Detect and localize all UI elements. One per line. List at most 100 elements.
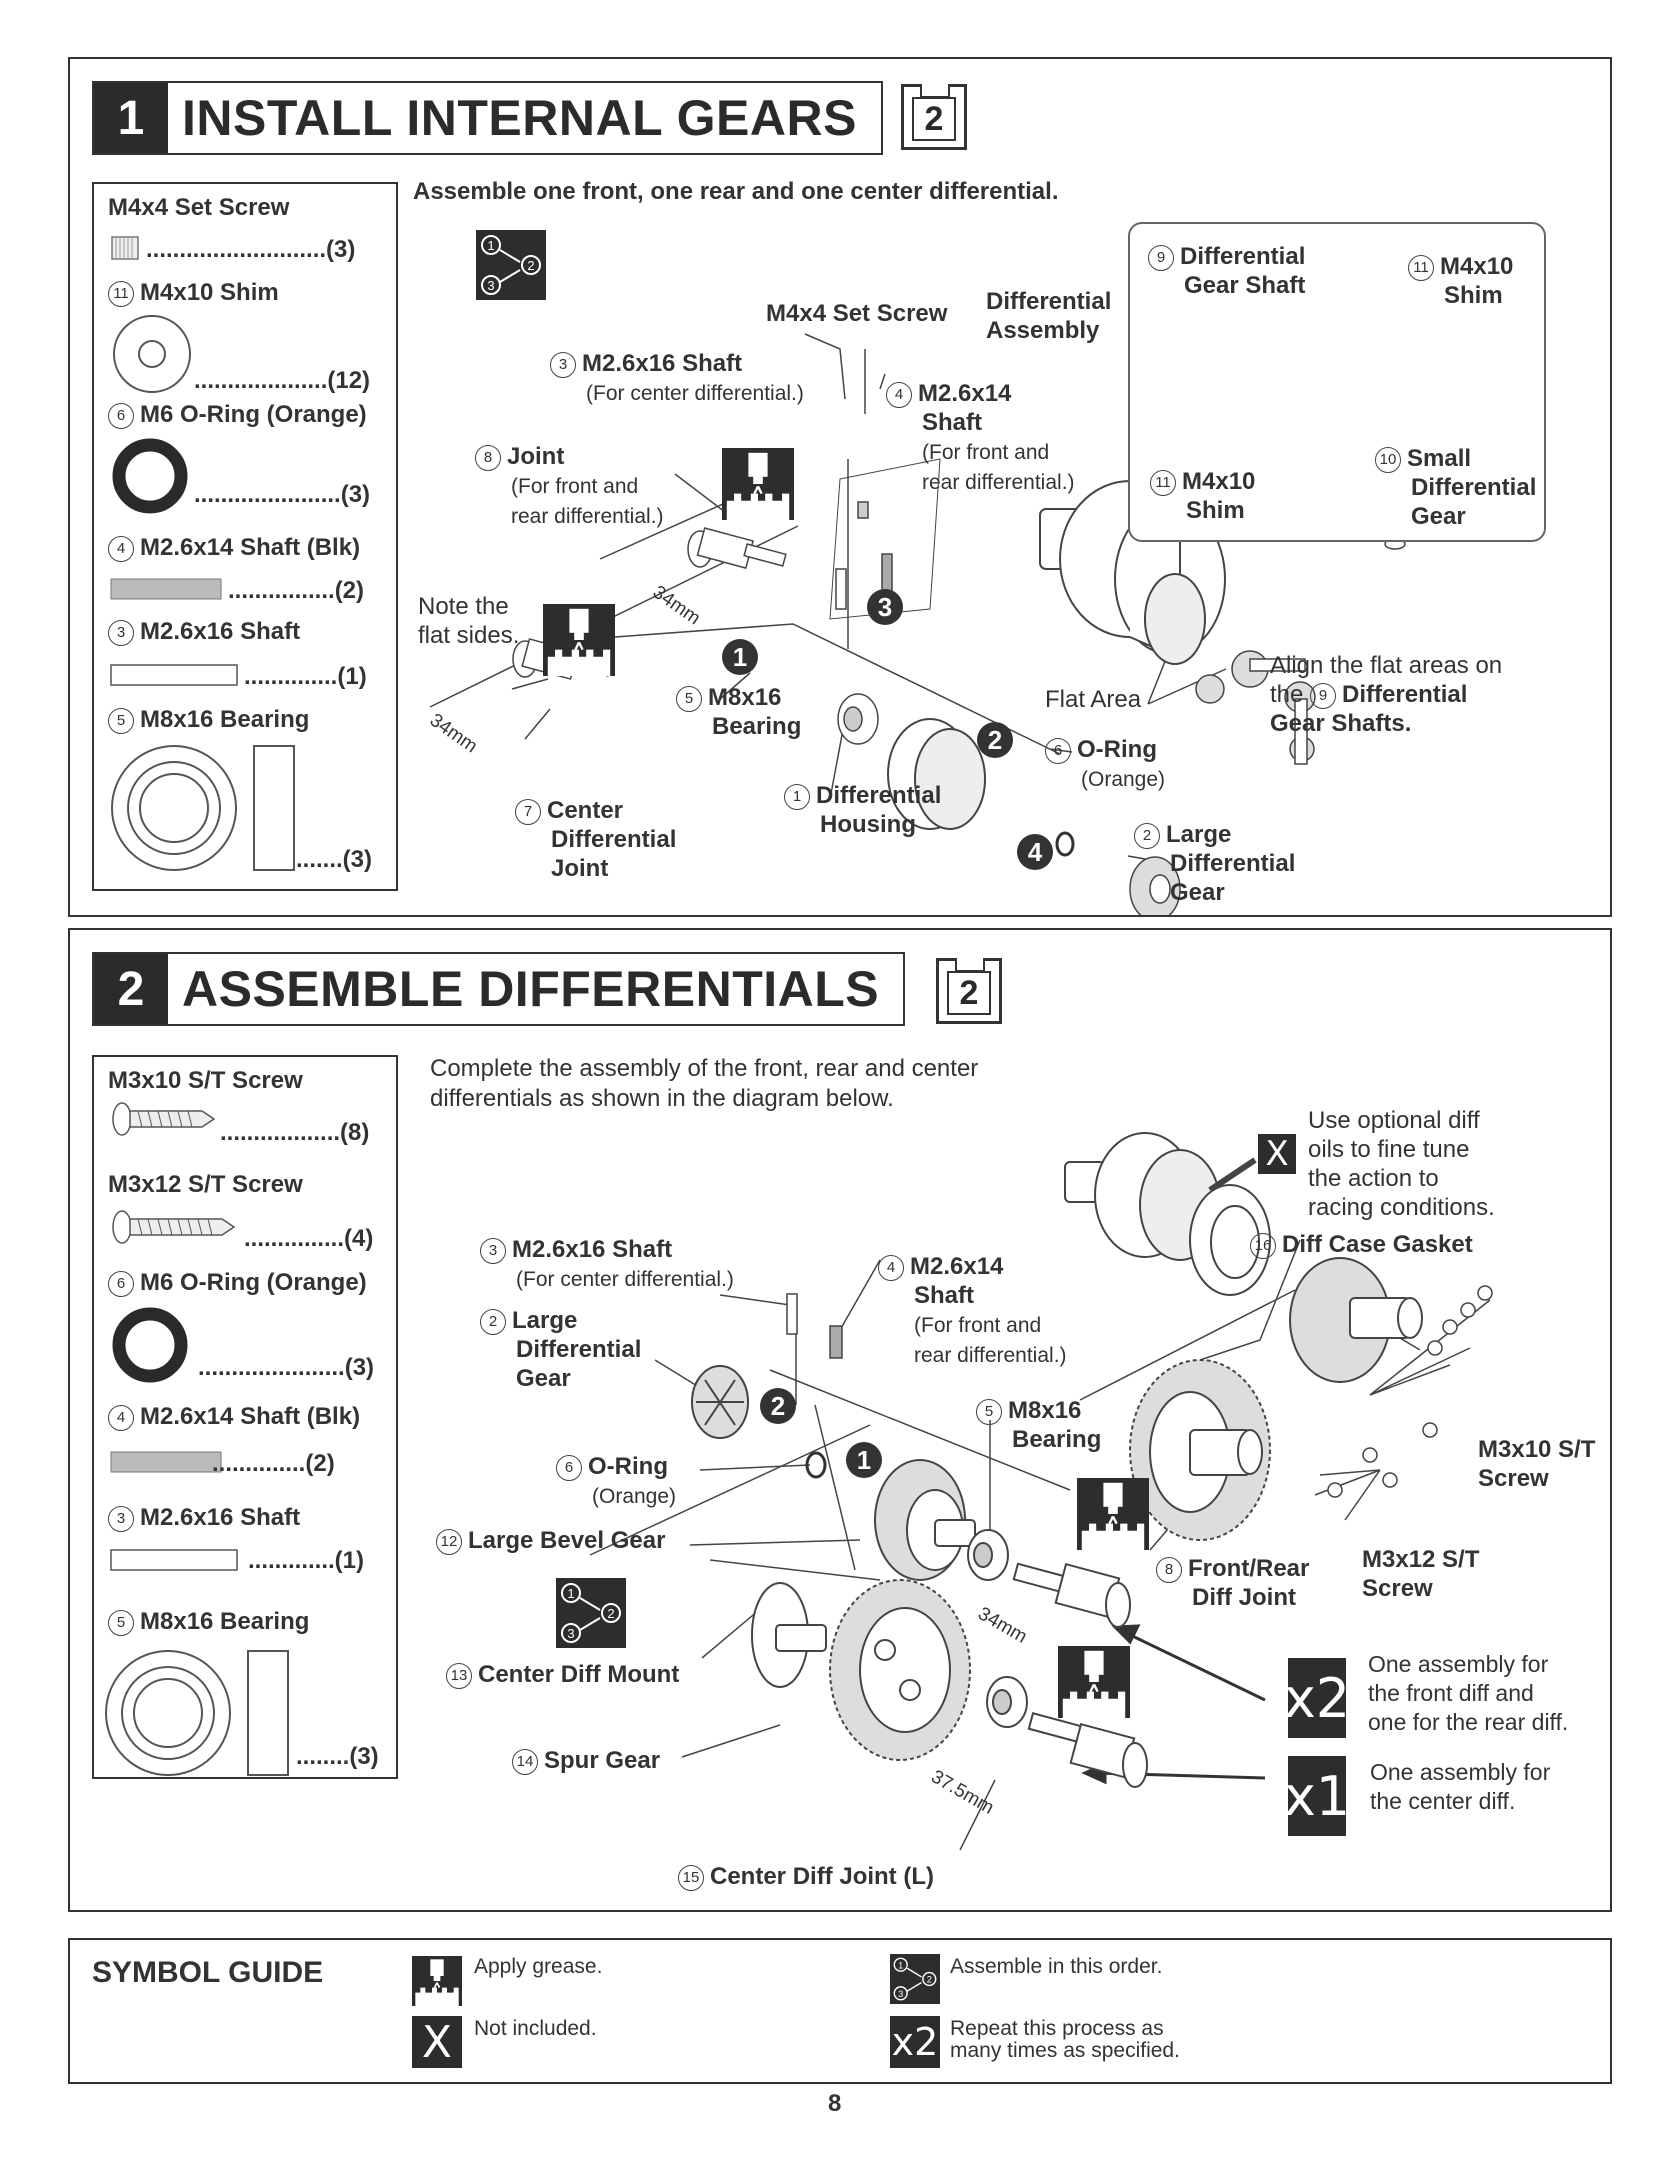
flat-area-label: Flat Area: [1045, 686, 1142, 713]
symbol-guide-title: SYMBOL GUIDE: [92, 1956, 324, 1989]
part-name: M4x4 Set Screw: [108, 194, 290, 221]
shaft-black-icon: [110, 578, 222, 600]
part-name: M3x12 S/T Screw: [108, 1171, 303, 1198]
section-install-internal-gears: 1 INSTALL INTERNAL GEARS 2 M4x4 Set Scre…: [68, 57, 1612, 917]
section-title: INSTALL INTERNAL GEARS: [182, 90, 857, 146]
not-included-icon: X: [412, 2016, 462, 2068]
screw-icon: [112, 1102, 216, 1136]
part-quantity: ..............(2): [212, 1450, 335, 1477]
part-quantity: ...............(4): [244, 1225, 374, 1252]
page-number: 8: [828, 2090, 842, 2117]
part-quantity: .......(3): [296, 846, 373, 873]
step-number: 4: [1017, 834, 1053, 870]
bag-number: 2: [912, 97, 956, 141]
shim-icon: [113, 315, 191, 393]
part-quantity: ...........................(3): [146, 236, 356, 263]
set-screw-label: M4x4 Set Screw: [766, 300, 948, 327]
o-ring-icon: [112, 438, 188, 514]
grease-icon: [1058, 1646, 1130, 1718]
grease-description: Apply grease.: [474, 1955, 603, 1978]
repeat-x1-icon: x1: [1284, 1756, 1350, 1836]
step-number: 1: [846, 1442, 882, 1478]
screw-icon: [112, 1210, 236, 1244]
parts-list: M4x4 Set Screw .........................…: [92, 182, 398, 891]
shaft-black-icon: [110, 1451, 222, 1473]
part-quantity: ....................(12): [194, 367, 371, 394]
parts-bag-icon: 2: [936, 958, 1002, 1024]
grease-icon: [412, 1956, 462, 2006]
part-quantity: ......................(3): [194, 481, 371, 508]
grease-icon: [722, 448, 794, 520]
part-quantity: .............(1): [248, 1547, 365, 1574]
assembly-order-icon: [556, 1578, 626, 1648]
bearing-icon: [105, 1650, 289, 1776]
part-quantity: ..................(8): [220, 1119, 370, 1146]
section-assemble-differentials: 2 ASSEMBLE DIFFERENTIALS 2 M3x10 S/T Scr…: [68, 928, 1612, 1912]
section-instructions: Complete the assembly of the front, rear…: [430, 1055, 979, 1112]
exploded-diagram: [589, 1132, 1493, 1851]
set-screw-icon: [111, 236, 139, 260]
step-number: 1: [722, 639, 758, 675]
section-title: ASSEMBLE DIFFERENTIALS: [182, 961, 880, 1017]
parts-bag-icon: 2: [901, 84, 967, 150]
section-number: 2: [94, 954, 168, 1024]
repeat-x2-icon: x2: [890, 2016, 940, 2068]
not-included-description: Not included.: [474, 2017, 597, 2040]
bearing-icon: [111, 745, 295, 871]
bag-number: 2: [947, 971, 991, 1015]
parts-list: M3x10 S/T Screw ..................(8) M3…: [92, 1055, 398, 1779]
step-number: 2: [977, 722, 1013, 758]
part-name: M3x10 S/T Screw: [108, 1067, 303, 1094]
part-quantity: ........(3): [296, 1743, 379, 1770]
shaft-icon: [110, 1549, 238, 1571]
order-description: Assemble in this order.: [950, 1955, 1163, 1978]
section-instructions: Assemble one front, one rear and one cen…: [413, 178, 1059, 205]
section-header: 2 ASSEMBLE DIFFERENTIALS: [92, 952, 906, 1026]
detail-callout: [1128, 222, 1546, 542]
o-ring-icon: [112, 1307, 188, 1383]
step-number: 2: [760, 1388, 796, 1424]
step-number: 3: [867, 589, 903, 625]
section-header: 1 INSTALL INTERNAL GEARS: [92, 81, 883, 155]
section-number: 1: [94, 83, 168, 153]
part-quantity: ..............(1): [244, 663, 367, 690]
shaft-icon: [110, 664, 238, 686]
repeat-x2-icon: x2: [1284, 1658, 1350, 1738]
